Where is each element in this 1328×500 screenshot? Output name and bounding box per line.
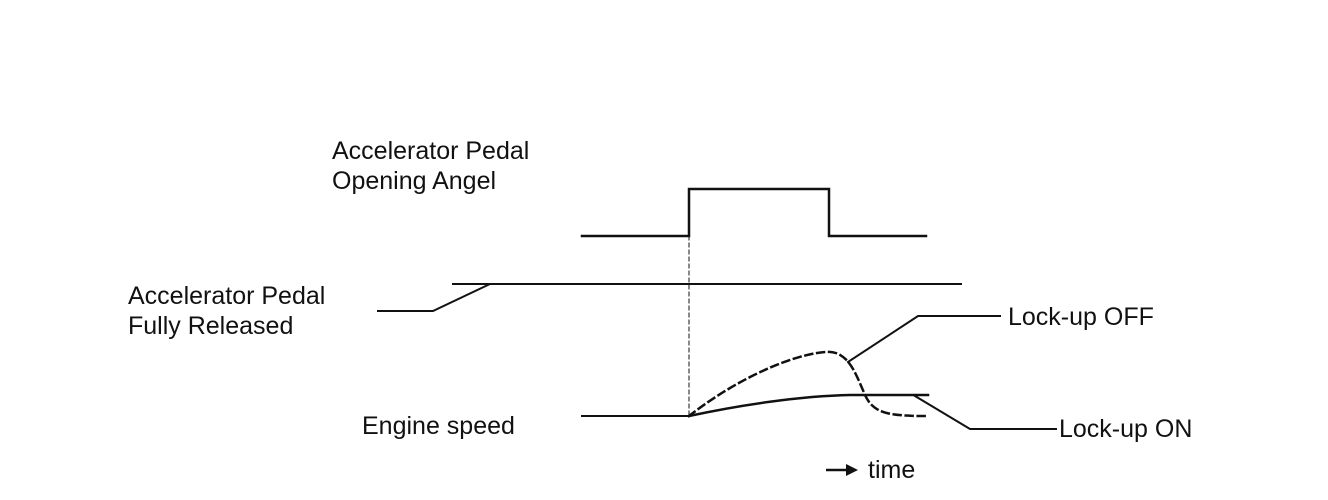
lockup-off-curve [687, 350, 927, 418]
pedal-released-signal [377, 283, 962, 312]
lockup-off-leader [846, 315, 1001, 364]
engine-speed-label: Engine speed [362, 412, 515, 440]
pedal-angle-pulse [580, 187, 928, 238]
lockup-off-label: Lock-up OFF [1008, 303, 1154, 331]
lockup-on-curve [687, 393, 930, 418]
pedal-angle-label-line1: Accelerator Pedal [332, 137, 530, 165]
pedal-angle-label: Accelerator Pedal Opening Angel [332, 136, 529, 196]
time-label: time [868, 456, 916, 484]
pedal-released-label: Accelerator Pedal Fully Released [128, 281, 325, 341]
lockup-on-leader [913, 394, 1057, 430]
pedal-released-label-line1: Accelerator Pedal [128, 282, 326, 310]
time-arrow-icon [826, 464, 858, 476]
pedal-released-label-line2: Fully Released [128, 312, 294, 340]
lockup-on-label: Lock-up ON [1059, 415, 1193, 443]
pedal-angle-label-line2: Opening Angel [332, 167, 497, 195]
